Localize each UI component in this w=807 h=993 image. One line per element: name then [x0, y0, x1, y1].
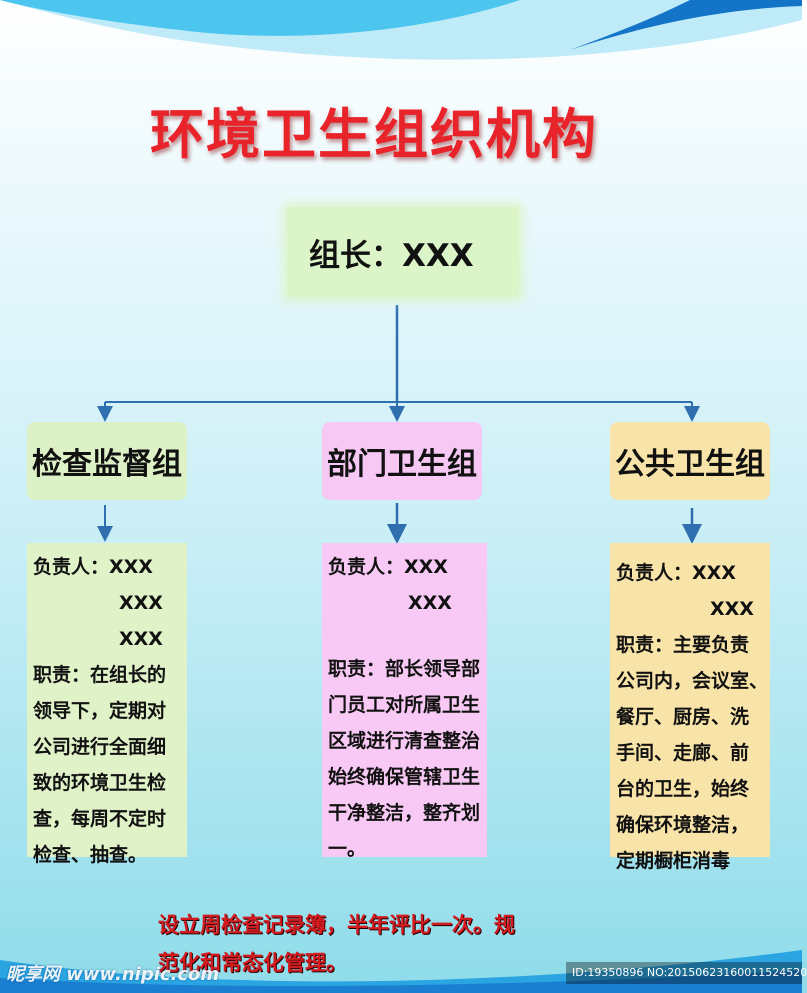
responsible-person: 负责人：XXX — [616, 562, 736, 584]
leader-box: 组长：XXX — [287, 207, 519, 297]
responsible-person-extra: XXX — [710, 598, 754, 620]
duty-line: 手间、走廊、前 — [616, 742, 750, 764]
responsible-person: 负责人：XXX — [328, 556, 448, 578]
info-box-inspection: 负责人：XXX XXX XXX 职责：在组长的 领导下，定期对 公司进行全面细 … — [27, 543, 187, 866]
duty-line: 检查、抽查。 — [33, 844, 148, 866]
duty-line: 职责：部长领导部 — [328, 658, 481, 680]
responsible-person: 负责人：XXX — [33, 556, 153, 578]
duty-line: 确保环境整洁， — [616, 814, 750, 836]
duty-line: 公司内，会议室、 — [616, 670, 769, 692]
duty-line: 始终确保管辖卫生 — [328, 766, 481, 788]
footer-line: 范化和常态化管理。 — [158, 951, 347, 975]
group-box-public: 公共卫生组 — [610, 422, 770, 500]
footer-note: 设立周检查记录簿，半年评比一次。规 范化和常态化管理。 — [158, 906, 618, 982]
group-box-inspection: 检查监督组 — [27, 422, 187, 500]
duty-line: 职责：在组长的 — [33, 664, 167, 686]
duty-line: 台的卫生，始终 — [616, 778, 750, 800]
duty-line: 区域进行清查整治 — [328, 730, 481, 752]
duty-line: 职责：主要负责 — [616, 634, 750, 656]
top-wave-decoration — [0, 0, 802, 60]
duty-line: 领导下，定期对 — [33, 700, 167, 722]
bottom-wave-decoration — [0, 950, 802, 993]
info-box-department: 负责人：XXX XXX 职责：部长领导部 门员工对所属卫生 区域进行清查整治 始… — [322, 543, 487, 860]
info-box-public: 负责人：XXX XXX 职责：主要负责 公司内，会议室、 餐厅、厨房、洗 手间、… — [610, 543, 770, 872]
responsible-person-extra: XXX — [119, 592, 163, 614]
footer-line: 设立周检查记录簿，半年评比一次。规 — [158, 913, 515, 937]
duty-line: 公司进行全面细 — [33, 736, 167, 758]
spacer — [328, 621, 487, 651]
group-box-department: 部门卫生组 — [322, 422, 482, 500]
responsible-person-extra: XXX — [408, 592, 452, 614]
image-id-bar: ID:19350896 NO:20150623160011524520 — [566, 962, 807, 984]
duty-line: 定期橱柜消毒 — [616, 850, 731, 872]
duty-line: 查，每周不定时 — [33, 808, 167, 830]
site-watermark: 昵享网 www.nipic.com — [6, 964, 220, 985]
duty-line: 门员工对所属卫生 — [328, 694, 481, 716]
duty-line: 餐厅、厨房、洗 — [616, 706, 750, 728]
duty-line: 干净整洁，整齐划 — [328, 802, 481, 824]
duty-line: 一。 — [328, 838, 367, 860]
duty-line: 致的环境卫生检 — [33, 772, 167, 794]
responsible-person-extra: XXX — [119, 628, 163, 650]
page-title: 环境卫生组织机构 — [150, 103, 598, 166]
